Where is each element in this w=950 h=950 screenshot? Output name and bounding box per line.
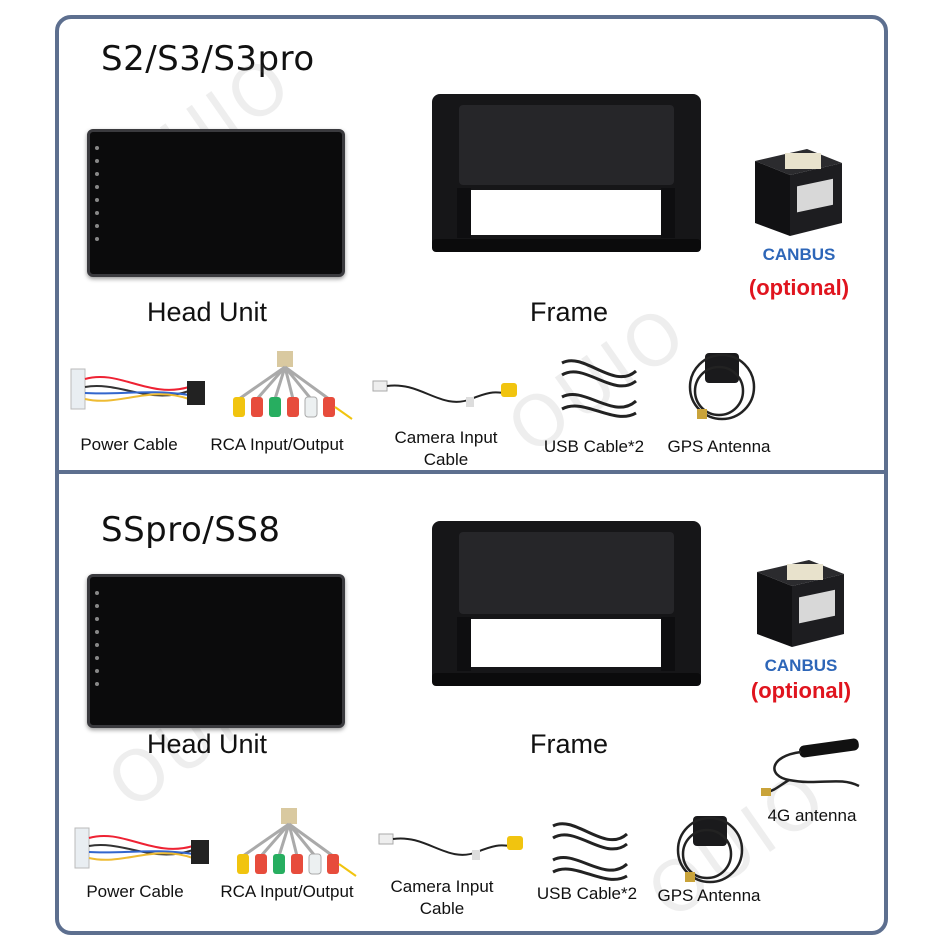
optional-label: (optional) bbox=[748, 275, 850, 300]
accessory-label-gps-antenna: GPS Antenna bbox=[657, 886, 761, 905]
accessory-label-rca: RCA Input/Output bbox=[220, 882, 354, 901]
frame-label: Frame bbox=[529, 297, 608, 327]
accessory-label-power-cable: Power Cable bbox=[86, 882, 184, 901]
usb-cables-image bbox=[561, 359, 638, 418]
camera-cable-image bbox=[372, 380, 517, 407]
4g-antenna-image bbox=[761, 738, 860, 796]
accessory-label-rca: RCA Input/Output bbox=[210, 435, 344, 454]
gps-antenna-image bbox=[676, 816, 744, 884]
accessory-label-power-cable: Power Cable bbox=[80, 435, 178, 454]
frame-image bbox=[432, 521, 701, 686]
frame-label: Frame bbox=[529, 729, 608, 759]
power-cable-image bbox=[70, 368, 205, 410]
rca-cable-image bbox=[237, 808, 357, 877]
section-divider bbox=[59, 470, 884, 474]
package-contents-panel: S2/S3/S3pro OUIO OUIO Head Unit Frame CA… bbox=[55, 15, 888, 935]
usb-cables-image bbox=[552, 822, 629, 881]
canbus-box-image bbox=[755, 149, 842, 236]
canbus-box-image bbox=[757, 560, 844, 647]
power-cable-image bbox=[74, 827, 209, 869]
gps-antenna-image bbox=[688, 353, 756, 421]
canbus-label: CANBUS bbox=[764, 656, 838, 675]
frame-image bbox=[432, 94, 701, 252]
section-title: S2/S3/S3pro bbox=[101, 39, 315, 79]
accessory-label-camera-cable: Camera Input Cable bbox=[394, 428, 498, 469]
section-s2-s3-s3pro: S2/S3/S3pro OUIO OUIO Head Unit Frame CA… bbox=[59, 19, 884, 470]
accessory-label-camera-cable: Camera Input Cable bbox=[390, 877, 494, 918]
4g-antenna-label: 4G antenna bbox=[767, 806, 857, 825]
optional-label: (optional) bbox=[750, 678, 852, 703]
canbus-label: CANBUS bbox=[762, 245, 836, 264]
head-unit-label: Head Unit bbox=[146, 729, 268, 759]
accessory-label-gps-antenna: GPS Antenna bbox=[667, 437, 771, 456]
section-title: SSpro/SS8 bbox=[101, 510, 281, 550]
head-unit-image bbox=[87, 129, 345, 277]
accessory-label-usb-cable: USB Cable*2 bbox=[543, 437, 645, 456]
camera-cable-image bbox=[378, 833, 523, 860]
section-sspro-ss8: SSpro/SS8 OUIO OUIO Head Unit Frame CANB… bbox=[59, 474, 884, 931]
accessory-label-usb-cable: USB Cable*2 bbox=[536, 884, 638, 903]
head-unit-image bbox=[87, 574, 345, 728]
head-unit-label: Head Unit bbox=[146, 297, 268, 327]
rca-cable-image bbox=[233, 351, 353, 420]
